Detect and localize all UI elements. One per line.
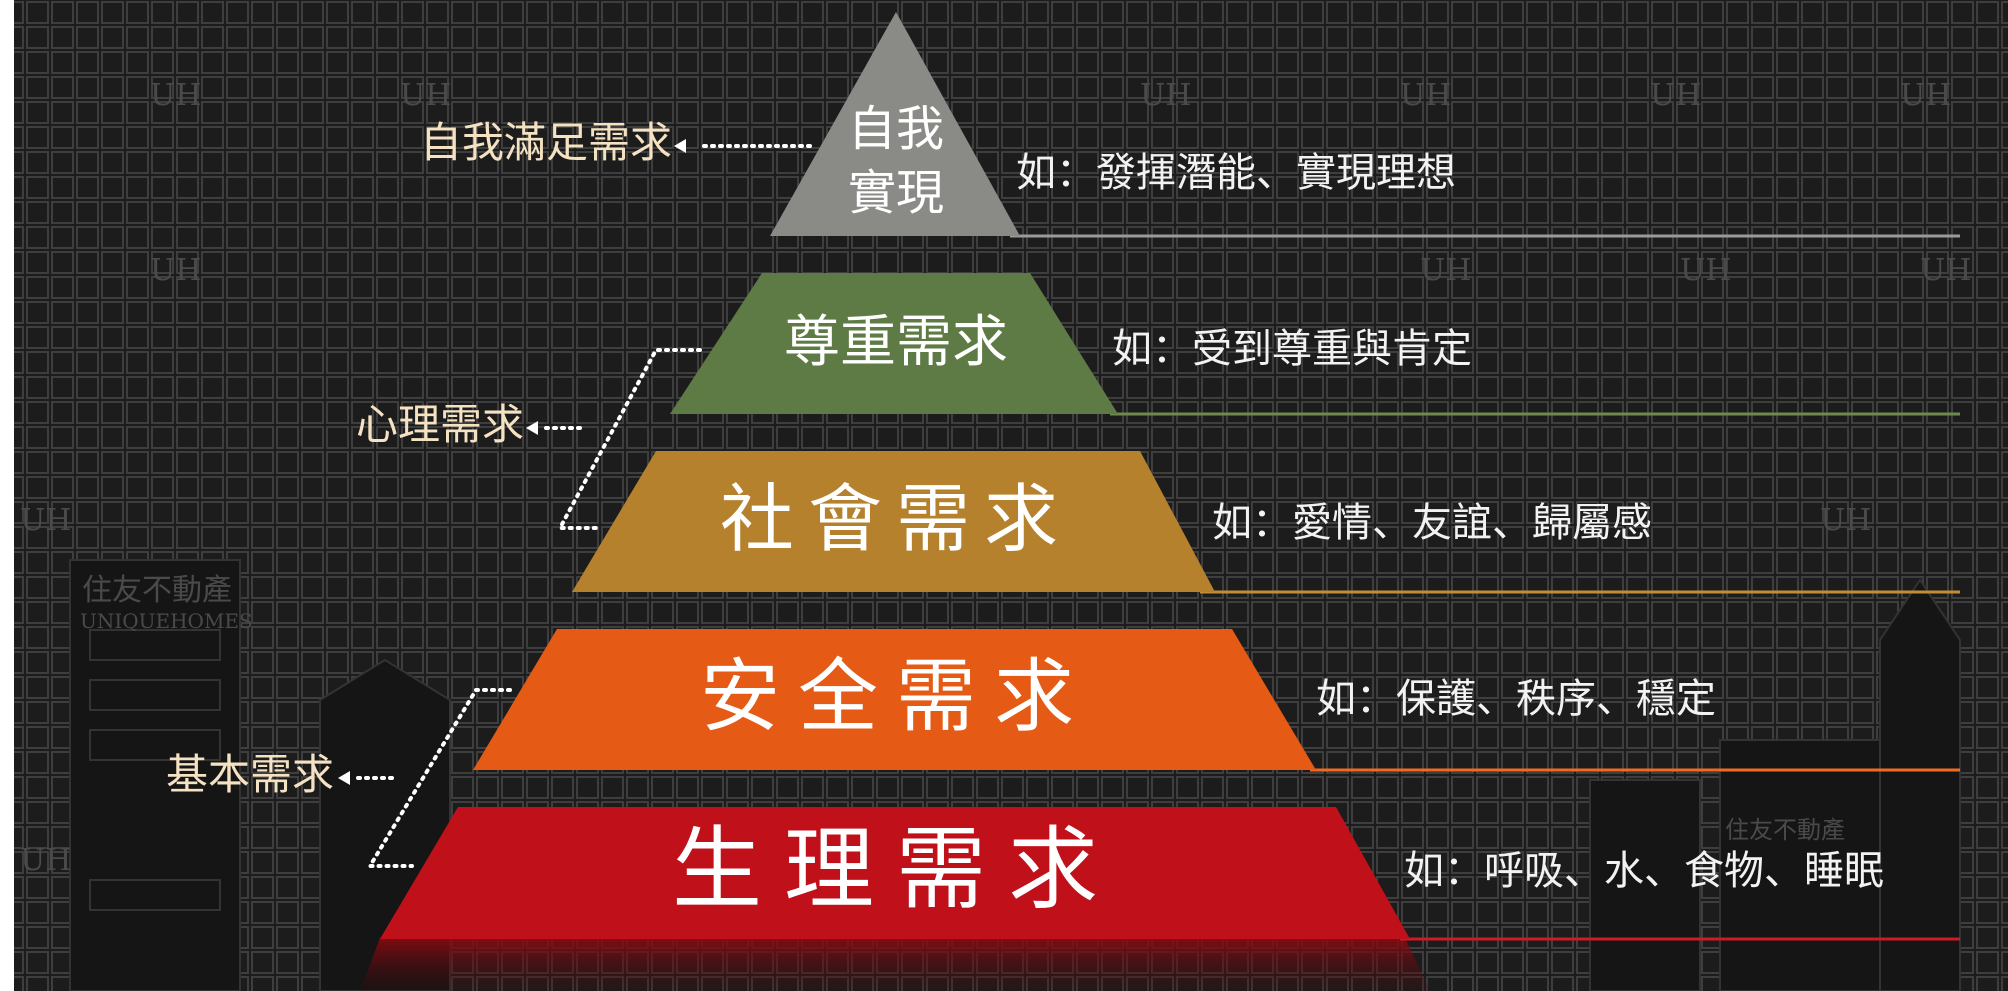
watermark-brand-cn: 住友不動產 — [82, 573, 232, 608]
building-silhouettes — [69, 559, 1961, 991]
side-label-psychological: 心理需求 — [356, 400, 524, 449]
pyramid-level-self-actualization — [770, 12, 1020, 236]
watermark-monogram: UH — [20, 843, 71, 878]
pyramid-level-safety — [473, 629, 1316, 770]
example-self-actualization: 如：發揮潛能、實現理想 — [1016, 150, 1456, 196]
arrow-left-icon — [338, 771, 350, 785]
level-label-esteem: 尊重需求 — [784, 310, 1008, 375]
watermark-brand-cn-2: 住友不動產 — [1725, 816, 1845, 844]
watermark-monogram: UH — [1650, 78, 1701, 113]
watermark-monogram: UH — [1420, 253, 1471, 288]
example-esteem: 如：受到尊重與肯定 — [1112, 326, 1472, 372]
connector-basic — [366, 688, 512, 868]
base-reflection — [360, 938, 1430, 991]
pyramid-level-social — [572, 451, 1215, 592]
watermark-monogram: UH — [150, 78, 201, 113]
level-label-social: 社會需求 — [720, 477, 1072, 563]
side-label-basic: 基本需求 — [166, 750, 334, 799]
level-label-self-line1: 自我 — [848, 101, 944, 157]
watermark-monogram: UH — [400, 78, 451, 113]
example-social: 如：愛情、友誼、歸屬感 — [1212, 500, 1652, 546]
connector-psych — [556, 348, 702, 530]
connectors — [352, 144, 812, 868]
level-label-self-line2: 實現 — [848, 165, 944, 221]
watermark-brand-en: UNIQUEHOMES — [80, 609, 253, 633]
pyramid-level-physiological — [380, 807, 1410, 939]
side-label-self-fulfillment: 自我滿足需求 — [420, 118, 672, 167]
watermark-monogram: UH — [1680, 253, 1731, 288]
level-label-physiological: 生理需求 — [672, 817, 1120, 922]
pyramid-level-esteem — [670, 273, 1118, 414]
watermark-monogram: UH — [1820, 503, 1871, 538]
watermark-monogram: UH — [1900, 78, 1951, 113]
arrowheads — [338, 139, 686, 785]
arrow-left-icon — [526, 421, 538, 435]
level-label-safety: 安全需求 — [700, 650, 1092, 743]
example-physiological: 如：呼吸、水、食物、睡眠 — [1404, 848, 1884, 894]
watermark-monogram: UH — [1400, 78, 1451, 113]
watermark-monogram: UH — [150, 253, 201, 288]
example-safety: 如：保護、秩序、穩定 — [1316, 676, 1716, 722]
arrow-left-icon — [674, 139, 686, 153]
watermark-monogram: UH — [20, 503, 71, 538]
level-rules — [1010, 234, 1960, 941]
watermark-monogram: UH — [1140, 78, 1191, 113]
watermark-monogram: UH — [1920, 253, 1971, 288]
